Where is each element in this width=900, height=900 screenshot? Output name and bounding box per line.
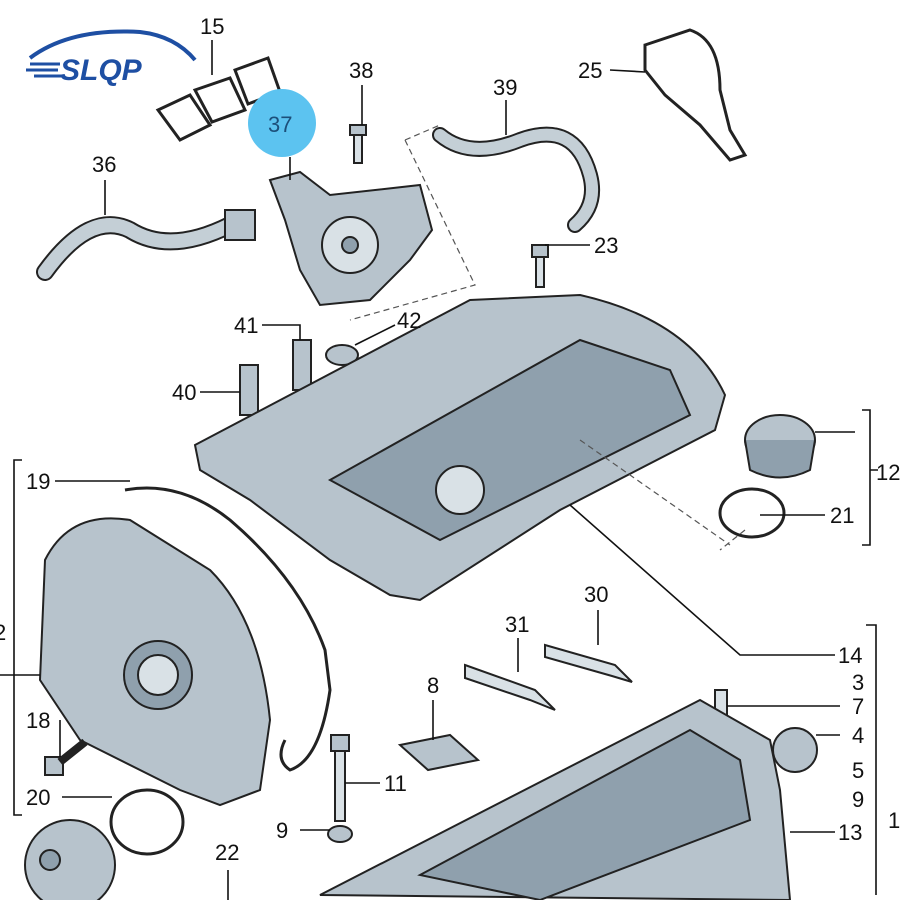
timing-cover-bore (137, 654, 179, 696)
pcv-valve-cap-center (341, 236, 359, 254)
callout-41: 41 (234, 313, 258, 338)
callout-labels: 15 38 39 25 36 23 41 42 40 12 19 21 30 3… (0, 14, 900, 865)
callout-14: 14 (838, 643, 862, 668)
callout-11: 11 (384, 771, 407, 796)
callout-12: 12 (876, 460, 900, 485)
guide-line-upper (349, 124, 476, 321)
callout-13: 13 (838, 820, 862, 845)
tube-31 (464, 663, 556, 711)
washer-9 (327, 825, 353, 843)
bolt-38-head (349, 124, 367, 136)
callout-5: 5 (852, 758, 864, 783)
bolt-23-head (531, 244, 549, 258)
bracket-12 (862, 409, 878, 546)
hose-36-connector (224, 209, 256, 241)
hose-36 (38, 218, 237, 279)
sprocket-bottom-left (24, 819, 116, 900)
seal-21 (718, 487, 786, 539)
bracket-right (866, 624, 877, 895)
highlight-circle (248, 89, 316, 157)
callout-bracket-right-partial: 1 (888, 808, 900, 833)
seal-20 (109, 788, 185, 856)
callout-31: 31 (505, 612, 529, 637)
callout-22: 22 (215, 840, 239, 865)
cylinder-head-ports (417, 728, 752, 900)
gasket-25 (643, 28, 748, 162)
bolt-18-shaft (57, 738, 88, 766)
oil-cap-body (744, 439, 816, 479)
callout-39: 39 (493, 75, 517, 100)
callout-19: 19 (26, 469, 50, 494)
callout-30: 30 (584, 582, 608, 607)
hose-39 (434, 128, 599, 231)
sensor-40 (239, 364, 259, 416)
bolt-11-head (330, 734, 350, 752)
valve-cover-filler-opening (435, 465, 485, 515)
callout-25: 25 (578, 58, 602, 83)
callout-3: 3 (852, 670, 864, 695)
callout-bracket-left-partial: 2 (0, 620, 6, 645)
logo-swoosh (28, 29, 197, 62)
bolt-23-shaft (535, 256, 545, 288)
cap-42 (325, 344, 359, 366)
callout-7: 7 (852, 694, 864, 719)
sprocket-4 (772, 727, 818, 773)
bolt-18-head (44, 756, 64, 776)
callout-9-right: 9 (852, 787, 864, 812)
sensor-41 (292, 339, 312, 391)
callout-42: 42 (397, 308, 421, 333)
gasket-19 (124, 486, 332, 772)
part-bolt-18 (44, 738, 88, 776)
logo-text: SLQP (60, 54, 143, 87)
callout-23: 23 (594, 233, 618, 258)
part-valve-cover-14 (193, 293, 727, 602)
tube-30 (544, 643, 633, 683)
callout-4: 4 (852, 723, 864, 748)
callout-36: 36 (92, 152, 116, 177)
callout-37: 37 (268, 112, 292, 137)
bracket-left (13, 459, 22, 816)
bolt-38-shaft (353, 134, 363, 164)
callout-15: 15 (200, 14, 224, 39)
plate-8 (397, 733, 481, 772)
part-oil-cap-12 (744, 414, 816, 479)
valve-cover-recess (327, 338, 692, 542)
callout-9-left: 9 (276, 818, 288, 843)
part-pcv-valve-37 (268, 170, 434, 307)
callout-8: 8 (427, 673, 439, 698)
logo-speed-lines (26, 62, 62, 78)
leader-lines (0, 40, 855, 900)
callout-18: 18 (26, 708, 50, 733)
sprocket-hub (39, 849, 61, 871)
callout-38: 38 (349, 58, 373, 83)
part-bolt-38 (349, 124, 367, 164)
callout-21: 21 (830, 503, 854, 528)
brand-logo: SLQP (26, 29, 197, 87)
callout-40: 40 (172, 380, 196, 405)
callout-20: 20 (26, 785, 50, 810)
guide-line-right (579, 439, 746, 551)
bolt-11-shaft (334, 750, 346, 822)
